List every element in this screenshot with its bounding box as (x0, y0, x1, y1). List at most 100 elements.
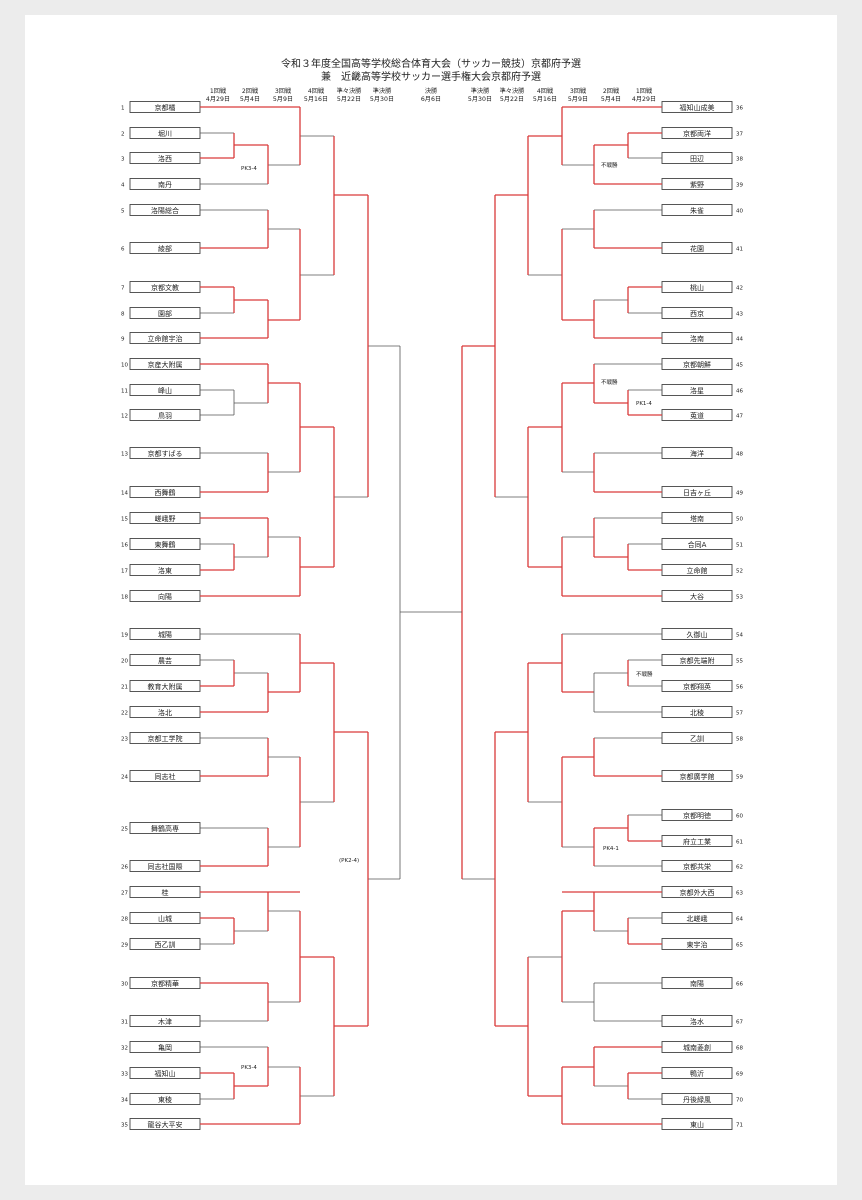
team-name: 西京 (690, 309, 704, 318)
team-seed-number: 17 (121, 569, 128, 575)
team-name: 北稜 (690, 708, 704, 717)
team-seed-number: 47 (736, 414, 743, 420)
pk-note: PK1-4 (636, 401, 652, 407)
team-name: 同志社国際 (148, 862, 183, 871)
team-seed-number: 35 (121, 1123, 128, 1129)
team-name: 洛南 (690, 334, 704, 343)
team-name: 久御山 (687, 630, 708, 639)
team-name: 塔南 (690, 514, 704, 523)
team-seed-number: 30 (121, 982, 128, 988)
team-seed-number: 46 (736, 389, 743, 395)
round-date: 5月4日 (600, 96, 622, 103)
page-title: 令和３年度全国高等学校総合体育大会（サッカー競技）京都府予選 (281, 59, 581, 70)
team-name: 京都明徳 (683, 811, 711, 820)
team-name: 福知山 (155, 1069, 176, 1078)
team-seed-number: 55 (736, 659, 743, 665)
team-seed-number: 36 (736, 106, 743, 112)
team-seed-number: 68 (736, 1046, 743, 1052)
team-name: 海洋 (690, 449, 704, 458)
team-seed-number: 41 (736, 247, 743, 253)
team-name: 京都先端附 (680, 656, 715, 665)
team-name: 立命館 (687, 566, 708, 575)
team-seed-number: 33 (121, 1072, 128, 1078)
team-seed-number: 53 (736, 595, 743, 601)
team-seed-number: 70 (736, 1098, 743, 1104)
round-date: 5月4日 (239, 96, 261, 103)
team-seed-number: 18 (121, 595, 128, 601)
team-name: 京都両洋 (683, 129, 711, 138)
team-name: 東宇治 (687, 940, 708, 949)
team-name: 洛西 (158, 154, 172, 163)
round-date: 5月22日 (336, 96, 362, 103)
team-seed-number: 66 (736, 982, 743, 988)
team-seed-number: 31 (121, 1020, 128, 1026)
team-name: 京都精華 (151, 979, 179, 988)
team-seed-number: 15 (121, 517, 128, 523)
round-name: 4回戦 (307, 88, 325, 95)
team-seed-number: 2 (121, 132, 125, 138)
team-name: 舞鶴高専 (151, 824, 179, 833)
team-seed-number: 4 (121, 183, 125, 189)
round-name: 1回戦 (209, 88, 227, 95)
team-name: 桂 (162, 888, 169, 897)
team-name: 南陽 (690, 979, 704, 988)
team-name: 鳥羽 (158, 411, 172, 420)
team-seed-number: 42 (736, 286, 743, 292)
team-seed-number: 23 (121, 737, 128, 743)
team-name: 堀川 (158, 129, 172, 138)
team-name: 紫野 (690, 181, 704, 189)
team-name: 城陽 (158, 630, 172, 639)
team-seed-number: 20 (121, 659, 128, 665)
team-name: 城南菱創 (683, 1043, 711, 1052)
team-seed-number: 40 (736, 209, 743, 215)
team-name: 福知山成美 (680, 103, 715, 112)
team-seed-number: 5 (121, 209, 125, 215)
team-seed-number: 64 (736, 917, 743, 923)
team-seed-number: 59 (736, 775, 743, 781)
team-name: 木津 (158, 1017, 172, 1026)
team-seed-number: 62 (736, 865, 743, 871)
team-name: 峰山 (158, 386, 172, 395)
team-name: 田辺 (690, 155, 704, 163)
team-seed-number: 44 (736, 337, 743, 343)
team-name: 亀岡 (158, 1043, 172, 1052)
round-name: 4回戦 (536, 88, 554, 95)
pk-note: PK3-4 (241, 166, 257, 172)
team-seed-number: 51 (736, 543, 743, 549)
team-name: 京都廣学館 (680, 772, 715, 781)
team-name: 南丹 (158, 180, 172, 189)
round-date: 6月6日 (420, 96, 442, 103)
pk-note: PK3-4 (241, 1065, 257, 1071)
team-name: 山城 (158, 914, 172, 923)
round-name: 準々決勝 (336, 88, 362, 95)
team-seed-number: 58 (736, 737, 743, 743)
forfeit-note: 不戦勝 (601, 161, 618, 169)
team-seed-number: 50 (736, 517, 743, 523)
team-name: 同志社 (155, 772, 176, 781)
team-name: 花園 (690, 244, 704, 253)
team-seed-number: 12 (121, 414, 128, 420)
team-name: 西舞鶴 (155, 488, 176, 497)
team-name: 京産大附属 (148, 360, 183, 369)
team-name: 朱雀 (690, 206, 704, 215)
team-seed-number: 24 (121, 775, 128, 781)
round-date: 4月29日 (631, 96, 657, 103)
team-seed-number: 34 (121, 1098, 128, 1104)
team-seed-number: 69 (736, 1072, 743, 1078)
team-name: 日吉ヶ丘 (683, 488, 711, 497)
team-name: 桃山 (690, 283, 704, 292)
round-name: 2回戦 (241, 88, 259, 95)
team-seed-number: 26 (121, 865, 128, 871)
round-date: 5月22日 (499, 96, 525, 103)
